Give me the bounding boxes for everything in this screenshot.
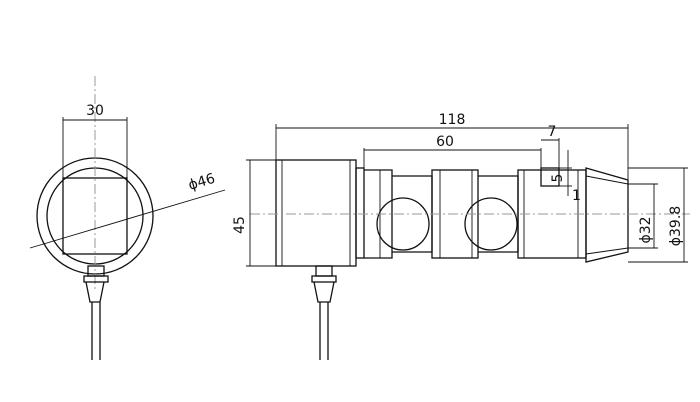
dim-39-8-label: ϕ39.8 xyxy=(668,206,684,246)
dim-7-label: 7 xyxy=(548,124,557,140)
dim-30-label: 30 xyxy=(86,103,104,119)
side-view-gland-body xyxy=(313,281,335,303)
side-view-gland-nut xyxy=(315,265,333,277)
dim-60-label: 60 xyxy=(436,134,454,150)
side-view-tip-line-top xyxy=(585,175,629,185)
dim-32-label: ϕ32 xyxy=(638,216,654,243)
end-view: 30 ϕ46 xyxy=(29,76,226,360)
dim-1-label: 1 xyxy=(572,188,581,204)
dim-45-label: 45 xyxy=(232,216,248,234)
end-view-bore xyxy=(62,177,128,255)
side-view-strain-hole-2 xyxy=(464,197,518,251)
dim-118-label: 118 xyxy=(439,112,466,128)
side-view-gland-ring xyxy=(311,275,337,283)
side-view-strain-hole-1 xyxy=(376,197,430,251)
side-view-pin-section-1 xyxy=(364,169,393,259)
end-view-gland-body xyxy=(85,281,105,303)
dim-46-label: ϕ46 xyxy=(186,171,217,194)
side-view-flange xyxy=(355,167,365,259)
side-view: 45 118 60 7 5 1 ϕ32 ϕ39.8 xyxy=(232,112,690,360)
dim-46-leader xyxy=(29,189,226,249)
end-view-gland-ring xyxy=(83,275,109,283)
side-view-slot xyxy=(540,167,560,187)
side-view-conical-tip xyxy=(585,167,629,263)
side-view-main-body xyxy=(275,159,357,267)
side-view-tip-line-bottom xyxy=(585,247,629,255)
dim-5-label: 5 xyxy=(550,174,566,183)
